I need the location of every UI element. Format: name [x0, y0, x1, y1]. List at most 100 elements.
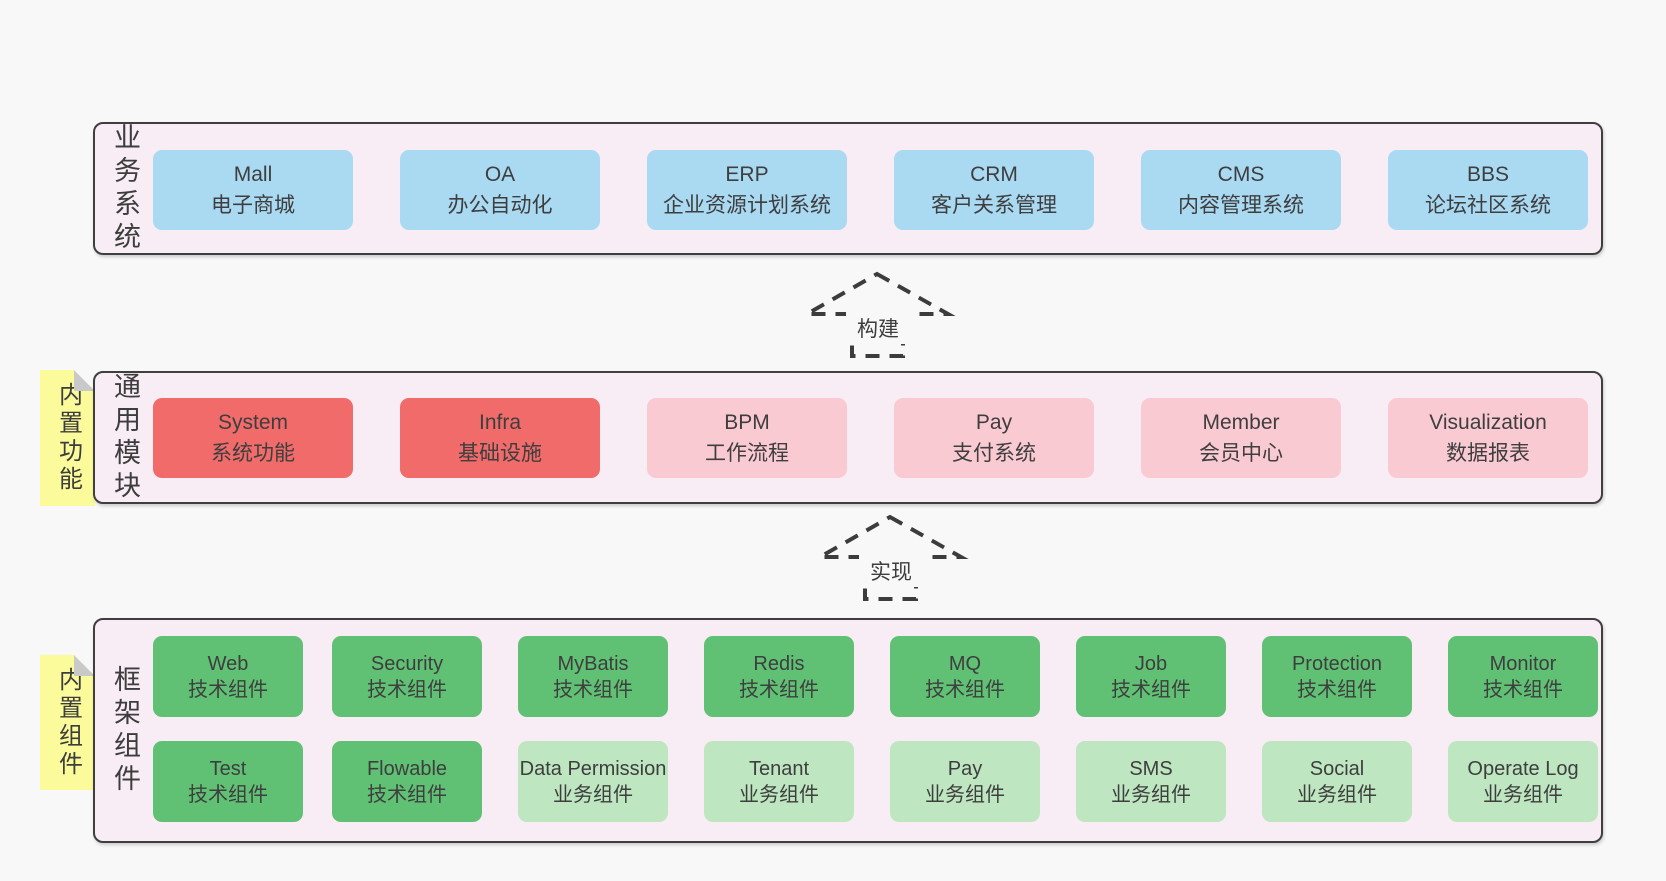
- box-title: Pay: [975, 410, 1013, 434]
- box-subtitle: 业务组件: [553, 783, 633, 806]
- box-job: Job 技术组件: [1076, 636, 1226, 717]
- box-crm: CRM 客户关系管理: [894, 150, 1094, 230]
- box-subtitle: 工作流程: [705, 442, 789, 465]
- sticky-label: 内置功能: [54, 382, 82, 494]
- box-title: BBS: [1466, 162, 1510, 186]
- box-erp: ERP 企业资源计划系统: [647, 150, 847, 230]
- box-title: MyBatis: [557, 652, 629, 675]
- build-arrow-icon: [799, 271, 956, 358]
- box-title: CRM: [970, 162, 1018, 186]
- implement-arrow-label: 实现: [859, 555, 923, 587]
- box-mall: Mall 电子商城: [153, 150, 353, 230]
- box-tenant: Tenant 业务组件: [704, 741, 854, 822]
- box-flowable: Flowable 技术组件: [332, 741, 482, 822]
- box-subtitle: 业务组件: [925, 783, 1005, 806]
- box-protection: Protection 技术组件: [1262, 636, 1412, 717]
- box-title: Operate Log: [1467, 757, 1579, 780]
- box-member: Member 会员中心: [1141, 398, 1341, 478]
- box-title: Test: [209, 757, 247, 780]
- box-subtitle: 电子商城: [211, 194, 295, 217]
- box-title: Social: [1309, 757, 1365, 780]
- box-title: ERP: [725, 162, 769, 186]
- box-subtitle: 技术组件: [367, 678, 447, 701]
- box-subtitle: 技术组件: [1297, 678, 1377, 701]
- box-subtitle: 客户关系管理: [931, 194, 1057, 217]
- box-title: System: [217, 410, 288, 434]
- box-title: Protection: [1291, 652, 1383, 675]
- box-subtitle: 数据报表: [1446, 442, 1530, 465]
- sticky-fold-icon: [74, 370, 95, 391]
- box-subtitle: 技术组件: [739, 678, 819, 701]
- box-subtitle: 技术组件: [553, 678, 633, 701]
- box-title: Redis: [753, 652, 805, 675]
- box-title: Security: [370, 652, 444, 675]
- box-monitor: Monitor 技术组件: [1448, 636, 1598, 717]
- box-subtitle: 技术组件: [188, 678, 268, 701]
- box-title: Web: [207, 652, 249, 675]
- sticky-fold-icon: [74, 655, 95, 676]
- panel-modules-label: 通用模块: [110, 371, 140, 504]
- box-title: SMS: [1129, 757, 1173, 780]
- box-subtitle: 业务组件: [1483, 783, 1563, 806]
- box-subtitle: 业务组件: [1111, 783, 1191, 806]
- box-visualization: Visualization 数据报表: [1388, 398, 1588, 478]
- box-subtitle: 基础设施: [458, 442, 542, 465]
- box-title: Tenant: [748, 757, 810, 780]
- panel-components-label: 框架组件: [110, 664, 140, 797]
- box-title: Member: [1202, 410, 1280, 434]
- box-title: Flowable: [366, 757, 448, 780]
- box-sms: SMS 业务组件: [1076, 741, 1226, 822]
- box-mybatis: MyBatis 技术组件: [518, 636, 668, 717]
- build-arrow-label: 构建: [846, 312, 910, 344]
- panel-common-modules: 通用模块 System 系统功能 Infra 基础设施 BPM 工作流程 Pay…: [93, 371, 1603, 504]
- box-subtitle: 会员中心: [1199, 442, 1283, 465]
- box-subtitle: 技术组件: [367, 783, 447, 806]
- box-subtitle: 技术组件: [188, 783, 268, 806]
- box-system: System 系统功能: [153, 398, 353, 478]
- box-test: Test 技术组件: [153, 741, 303, 822]
- box-security: Security 技术组件: [332, 636, 482, 717]
- box-infra: Infra 基础设施: [400, 398, 600, 478]
- box-title: CMS: [1217, 162, 1265, 186]
- box-subtitle: 论坛社区系统: [1425, 194, 1551, 217]
- box-oa: OA 办公自动化: [400, 150, 600, 230]
- panel-framework-components: 框架组件 Web 技术组件 Security 技术组件 MyBatis 技术组件…: [93, 618, 1603, 843]
- sticky-note-builtin-components: 内置组件: [40, 655, 95, 790]
- implement-arrow-icon: [812, 514, 969, 601]
- box-cms: CMS 内容管理系统: [1141, 150, 1341, 230]
- box-subtitle: 技术组件: [1483, 678, 1563, 701]
- box-subtitle: 支付系统: [952, 442, 1036, 465]
- box-title: Job: [1134, 652, 1168, 675]
- box-operate-log: Operate Log 业务组件: [1448, 741, 1598, 822]
- sticky-label: 内置组件: [54, 666, 82, 779]
- box-subtitle: 系统功能: [211, 442, 295, 465]
- box-subtitle: 业务组件: [739, 783, 819, 806]
- box-title: Visualization: [1429, 410, 1547, 434]
- box-web: Web 技术组件: [153, 636, 303, 717]
- panel-business-systems: 业务系统 Mall 电子商城 OA 办公自动化 ERP 企业资源计划系统 CRM…: [93, 122, 1603, 255]
- box-pay-component: Pay 业务组件: [890, 741, 1040, 822]
- box-bpm: BPM 工作流程: [647, 398, 847, 478]
- box-subtitle: 技术组件: [925, 678, 1005, 701]
- box-title: Mall: [233, 162, 273, 186]
- box-title: BPM: [724, 410, 770, 434]
- box-subtitle: 业务组件: [1297, 783, 1377, 806]
- box-bbs: BBS 论坛社区系统: [1388, 150, 1588, 230]
- box-subtitle: 技术组件: [1111, 678, 1191, 701]
- sticky-note-builtin-features: 内置功能: [40, 370, 95, 506]
- box-subtitle: 内容管理系统: [1178, 194, 1304, 217]
- box-redis: Redis 技术组件: [704, 636, 854, 717]
- panel-business-label: 业务系统: [110, 122, 140, 255]
- box-title: MQ: [948, 652, 982, 675]
- box-title: Pay: [947, 757, 983, 780]
- box-pay-module: Pay 支付系统: [894, 398, 1094, 478]
- box-mq: MQ 技术组件: [890, 636, 1040, 717]
- box-title: Infra: [478, 410, 522, 434]
- box-subtitle: 企业资源计划系统: [663, 194, 831, 217]
- box-subtitle: 办公自动化: [447, 194, 553, 217]
- box-title: Data Permission: [519, 757, 667, 780]
- box-social: Social 业务组件: [1262, 741, 1412, 822]
- box-title: Monitor: [1489, 652, 1557, 675]
- box-title: OA: [484, 162, 516, 186]
